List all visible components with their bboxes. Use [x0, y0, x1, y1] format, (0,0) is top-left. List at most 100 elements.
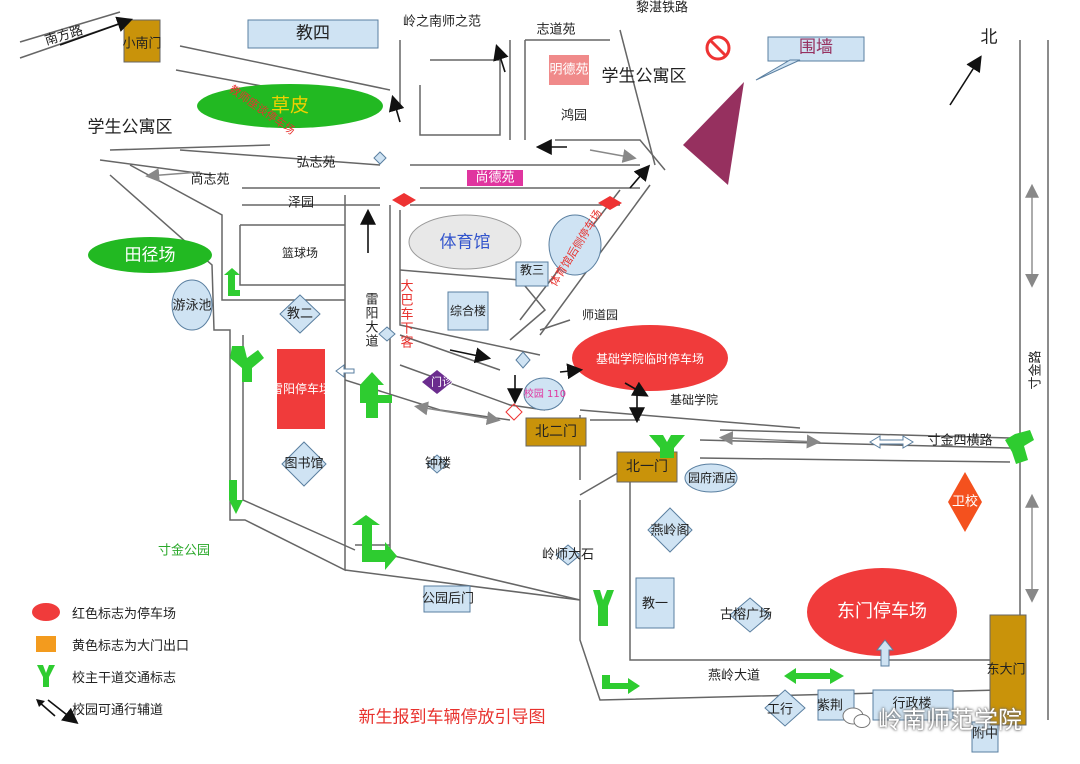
gym-label: 体育馆	[439, 232, 491, 253]
jiao4-label: 教四	[296, 23, 330, 44]
red-diamond-outline-icon	[505, 403, 523, 421]
admin-building-label: 行政楼	[892, 696, 932, 712]
zonghelou-label: 综合楼	[449, 304, 487, 318]
north2-gate-label: 北二门	[535, 424, 577, 440]
yanlingge-label: 燕岭阁	[650, 523, 690, 539]
black-arrow-icon	[28, 696, 64, 720]
orange-square-icon	[28, 635, 64, 653]
green-y-sign-icon	[28, 663, 64, 689]
jiao3-label: 教三	[519, 263, 545, 277]
basketball-label: 篮球场	[281, 246, 319, 260]
watermark-text: 岭南师范学院	[878, 706, 1022, 734]
campus-110-label: 校园 110	[523, 389, 567, 400]
zijing-label: 紫荆	[816, 698, 844, 714]
traffic-signs	[224, 268, 1034, 694]
no-entry-icon	[705, 35, 731, 61]
jiao1-label: 教一	[641, 596, 669, 612]
lawn-area	[197, 84, 383, 128]
clinic-marker	[422, 370, 452, 394]
legend-item-aux-road: 校园可通行辅道	[28, 692, 189, 724]
legend-item-parking: 红色标志为停车场	[28, 596, 189, 628]
grey-guide-arrows	[145, 149, 1039, 603]
compass-north-label: 北	[980, 27, 998, 48]
liyu-railway-label: 黎湛铁路	[635, 0, 689, 16]
mingdeyuan-box	[549, 55, 589, 85]
foundation-parking-area	[572, 325, 728, 391]
hongyuan-label: 鸿园	[560, 108, 588, 124]
clinic-label: 门诊	[431, 375, 453, 389]
bell-tower-label: 钟楼	[424, 456, 452, 472]
shangdeyuan-label: 尚德苑	[475, 170, 515, 186]
garden-hotel-label: 园府酒店	[687, 471, 737, 485]
wall-callout	[755, 59, 801, 81]
zhidaoyuan-label: 志道苑	[536, 22, 576, 38]
shidaoyuan-label: 师道园	[581, 308, 619, 322]
jiao2-label: 教二	[286, 306, 314, 322]
legend-item-gate: 黄色标志为大门出口	[28, 628, 189, 660]
gurong-square-label: 古榕广场	[719, 607, 773, 623]
shangdeyuan-box	[467, 170, 523, 186]
mingdeyuan-label: 明德苑	[549, 62, 589, 78]
legend-item-traffic-sign: 校主干道交通标志	[28, 660, 189, 692]
student-apartment-right-label: 学生公寓区	[601, 66, 687, 87]
campus-110-area	[523, 377, 565, 411]
red-diamond-icon	[392, 193, 416, 207]
security-school-marker	[948, 472, 982, 532]
icbc-label: 工行	[766, 702, 794, 718]
leiyang-parking-label: 雷阳停车场	[270, 382, 332, 396]
small-south-gate-label: 小南门	[122, 36, 162, 52]
map-title: 新生报到车辆停放引导图	[358, 707, 546, 728]
leiyang-parking-area	[277, 349, 325, 429]
swimming-pool-area	[171, 279, 213, 331]
legend-parking-text: 红色标志为停车场	[72, 606, 177, 622]
road-network	[19, 11, 1049, 720]
map-legend: 红色标志为停车场 黄色标志为大门出口 校主干道交通标志 校园可通行辅道	[28, 596, 189, 724]
foundation-parking-label: 基础学院临时停车场	[595, 352, 705, 366]
hongzhiyuan-label: 弘志苑	[296, 155, 336, 171]
wechat-icon	[842, 707, 871, 728]
leiyang-avenue-label: 雷阳大道	[362, 292, 378, 348]
east-gate-box	[989, 614, 1027, 726]
gym-back-parking-area	[548, 214, 602, 276]
gym-area	[408, 214, 522, 270]
bus-dropoff-label: 大巴车下客	[397, 279, 413, 349]
security-school-label: 卫校	[951, 494, 979, 510]
legend-traffic-sign-text: 校主干道交通标志	[72, 670, 177, 686]
red-ellipse-icon	[28, 602, 64, 622]
buildings	[247, 19, 999, 753]
auxiliary-road-arrows	[47, 16, 982, 724]
north2-gate-box	[525, 417, 587, 447]
park-back-gate-label: 公园后门	[421, 591, 475, 607]
swimming-pool-label: 游泳池	[172, 298, 212, 314]
lawn-label: 草皮	[270, 94, 310, 117]
legend-gate-text: 黄色标志为大门出口	[72, 638, 190, 654]
yanling-avenue-label: 燕岭大道	[707, 668, 761, 684]
zeyuan-label: 泽园	[287, 195, 315, 211]
track-field-label: 田径场	[124, 245, 176, 266]
north1-gate-label: 北一门	[626, 459, 668, 475]
lingshi-stone-label: 岭师大石	[541, 547, 595, 563]
east-gate-label: 东大门	[986, 662, 1026, 678]
cunjin-4th-road-label: 寸金四横路	[927, 433, 993, 449]
wall-label: 围墙	[799, 37, 833, 58]
wall-marker	[683, 82, 744, 185]
track-field-area	[88, 237, 212, 273]
shangzhiyuan-label: 尚志苑	[190, 172, 230, 188]
red-diamond-icon	[598, 196, 622, 210]
affiliated-school-label: 附中	[971, 726, 999, 742]
student-apartment-left-label: 学生公寓区	[87, 117, 173, 138]
east-parking-label: 东门停车场	[837, 601, 927, 622]
diamond-markers	[279, 294, 806, 727]
lingzhinan-label: 岭之南师之范	[402, 14, 482, 30]
library-label: 图书馆	[284, 456, 324, 472]
hollow-arrows	[335, 151, 914, 667]
east-parking-area	[807, 568, 957, 656]
garden-hotel-area	[684, 463, 738, 493]
cunjin-park-label: 寸金公园	[157, 543, 211, 559]
cunjin-road-label: 寸金路	[1028, 350, 1044, 390]
legend-aux-road-text: 校园可通行辅道	[72, 702, 164, 718]
foundation-college-label: 基础学院	[669, 393, 719, 407]
watermark: 岭南师范学院	[842, 700, 1022, 735]
